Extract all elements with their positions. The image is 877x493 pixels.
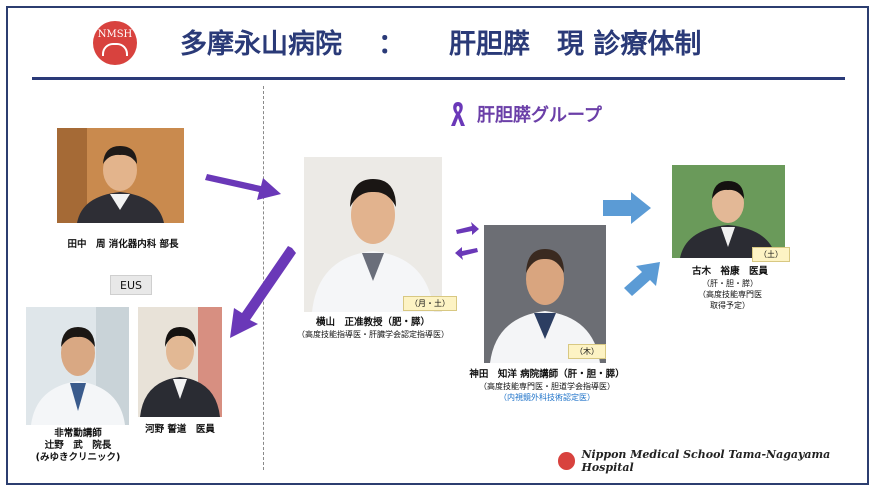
tanaka-name: 田中 周 消化器内科 部長 bbox=[67, 239, 179, 250]
kanda-day-badge: （木） bbox=[568, 344, 606, 359]
footer-institution: Nippon Medical School Tama-Nagayama Hosp… bbox=[581, 448, 831, 474]
yokoyama-label: 横山 正准教授（肥・膵） （高度技能指導医・肝臓学会認定指導医） bbox=[284, 317, 462, 340]
furuki-day-badge: （土） bbox=[752, 247, 790, 262]
hospital-name: 多摩永山病院 bbox=[180, 28, 342, 60]
kanda-credential-2: （内視鏡外科技術認定医） bbox=[499, 393, 595, 402]
kanda-name: 神田 知洋 病院講師（肝・胆・膵） bbox=[469, 369, 625, 380]
title-separator: ： bbox=[378, 28, 405, 60]
arrow-right-blue-icon bbox=[603, 192, 651, 224]
hospital-logo: NMSH bbox=[93, 21, 137, 65]
furuki-name: 古木 裕康 医員 bbox=[691, 266, 768, 277]
doctor-portrait-icon bbox=[57, 128, 184, 223]
tsujino-label: 非常勤講師 辻野 武 院長 (みゆきクリニック) bbox=[18, 428, 138, 464]
logo-text: NMSH bbox=[97, 29, 133, 40]
doctor-portrait-icon bbox=[672, 165, 785, 258]
photo-yokoyama bbox=[304, 157, 442, 312]
yokoyama-day-badge: （月・土） bbox=[403, 296, 457, 311]
doctor-portrait-icon bbox=[304, 157, 442, 312]
arrow-right-purple-icon bbox=[205, 174, 281, 200]
group-label: 肝胆膵グループ bbox=[477, 105, 602, 126]
tsujino-title: 非常勤講師 bbox=[54, 428, 102, 439]
photo-kanda bbox=[484, 225, 606, 363]
ribbon-icon bbox=[451, 102, 465, 126]
photo-furuki bbox=[672, 165, 785, 258]
yokoyama-name: 横山 正准教授（肥・膵） bbox=[315, 317, 430, 328]
exchange-arrows-icon bbox=[455, 222, 479, 260]
photo-tanaka bbox=[57, 128, 184, 223]
furuki-credential: （高度技能専門医 bbox=[698, 290, 762, 299]
doctor-portrait-icon bbox=[484, 225, 606, 363]
tsujino-name: 辻野 武 院長 bbox=[44, 440, 112, 451]
title-underline bbox=[32, 77, 845, 80]
footer: Nippon Medical School Tama-Nagayama Hosp… bbox=[558, 448, 877, 474]
furuki-label: 古木 裕康 医員 （肝・胆・膵） （高度技能専門医 取得予定） bbox=[660, 266, 800, 311]
kanda-credential: （高度技能専門医・胆道学会指導医） bbox=[479, 382, 615, 391]
doctor-portrait-icon bbox=[138, 307, 222, 417]
furuki-credential-2: 取得予定） bbox=[710, 301, 750, 310]
footer-logo-icon bbox=[558, 452, 576, 470]
eus-label: EUS bbox=[110, 275, 152, 295]
arrow-up-right-blue-icon bbox=[624, 262, 660, 296]
arrow-down-left-purple-icon bbox=[230, 246, 296, 338]
section-divider bbox=[263, 86, 264, 470]
logo-arc-icon bbox=[102, 43, 128, 56]
page-title: 多摩永山病院 ： 肝胆膵 現 診療体制 bbox=[150, 18, 850, 64]
photo-tsujino bbox=[26, 307, 129, 425]
kawano-name: 河野 誓道 医員 bbox=[145, 424, 215, 435]
tsujino-affiliation: (みゆきクリニック) bbox=[35, 452, 121, 463]
photo-kawano bbox=[138, 307, 222, 417]
doctor-portrait-icon bbox=[26, 307, 129, 425]
group-heading: 肝胆膵グループ bbox=[449, 100, 602, 128]
kanda-label: 神田 知洋 病院講師（肝・胆・膵） （高度技能専門医・胆道学会指導医） （内視鏡… bbox=[458, 369, 636, 403]
title-subtitle: 肝胆膵 現 診療体制 bbox=[449, 28, 702, 60]
yokoyama-credential: （高度技能指導医・肝臓学会認定指導医） bbox=[297, 330, 449, 339]
furuki-specialty: （肝・胆・膵） bbox=[702, 279, 758, 288]
